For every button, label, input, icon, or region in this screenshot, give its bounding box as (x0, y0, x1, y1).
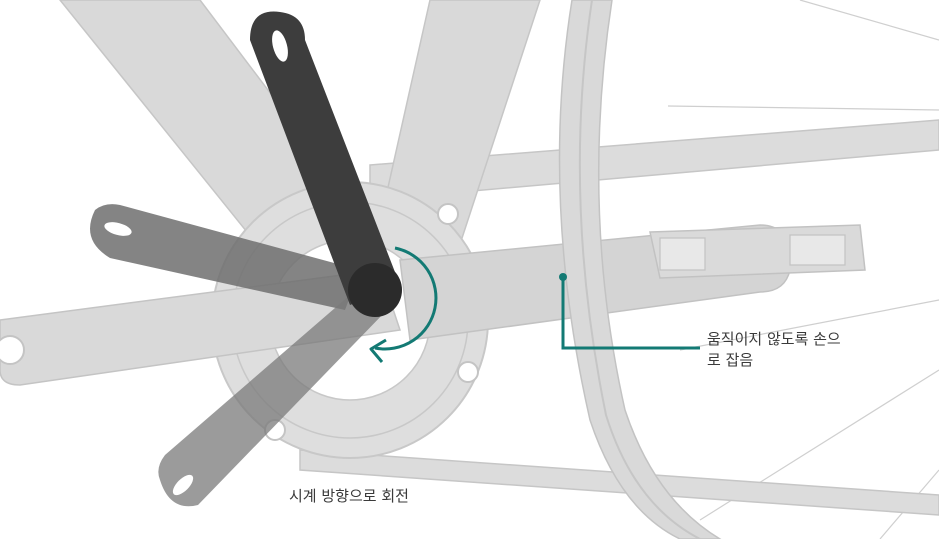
hold-crank-label: 움직이지 않도록 손으 로 잡음 (707, 329, 917, 371)
hold-crank-label-line1: 움직이지 않도록 손으 (707, 329, 917, 350)
hold-crank-label-line2: 로 잡음 (707, 350, 917, 371)
left-pedal-hole (0, 336, 24, 364)
rotate-clockwise-label: 시계 방향으로 회전 (289, 486, 509, 507)
pedal (650, 225, 865, 278)
